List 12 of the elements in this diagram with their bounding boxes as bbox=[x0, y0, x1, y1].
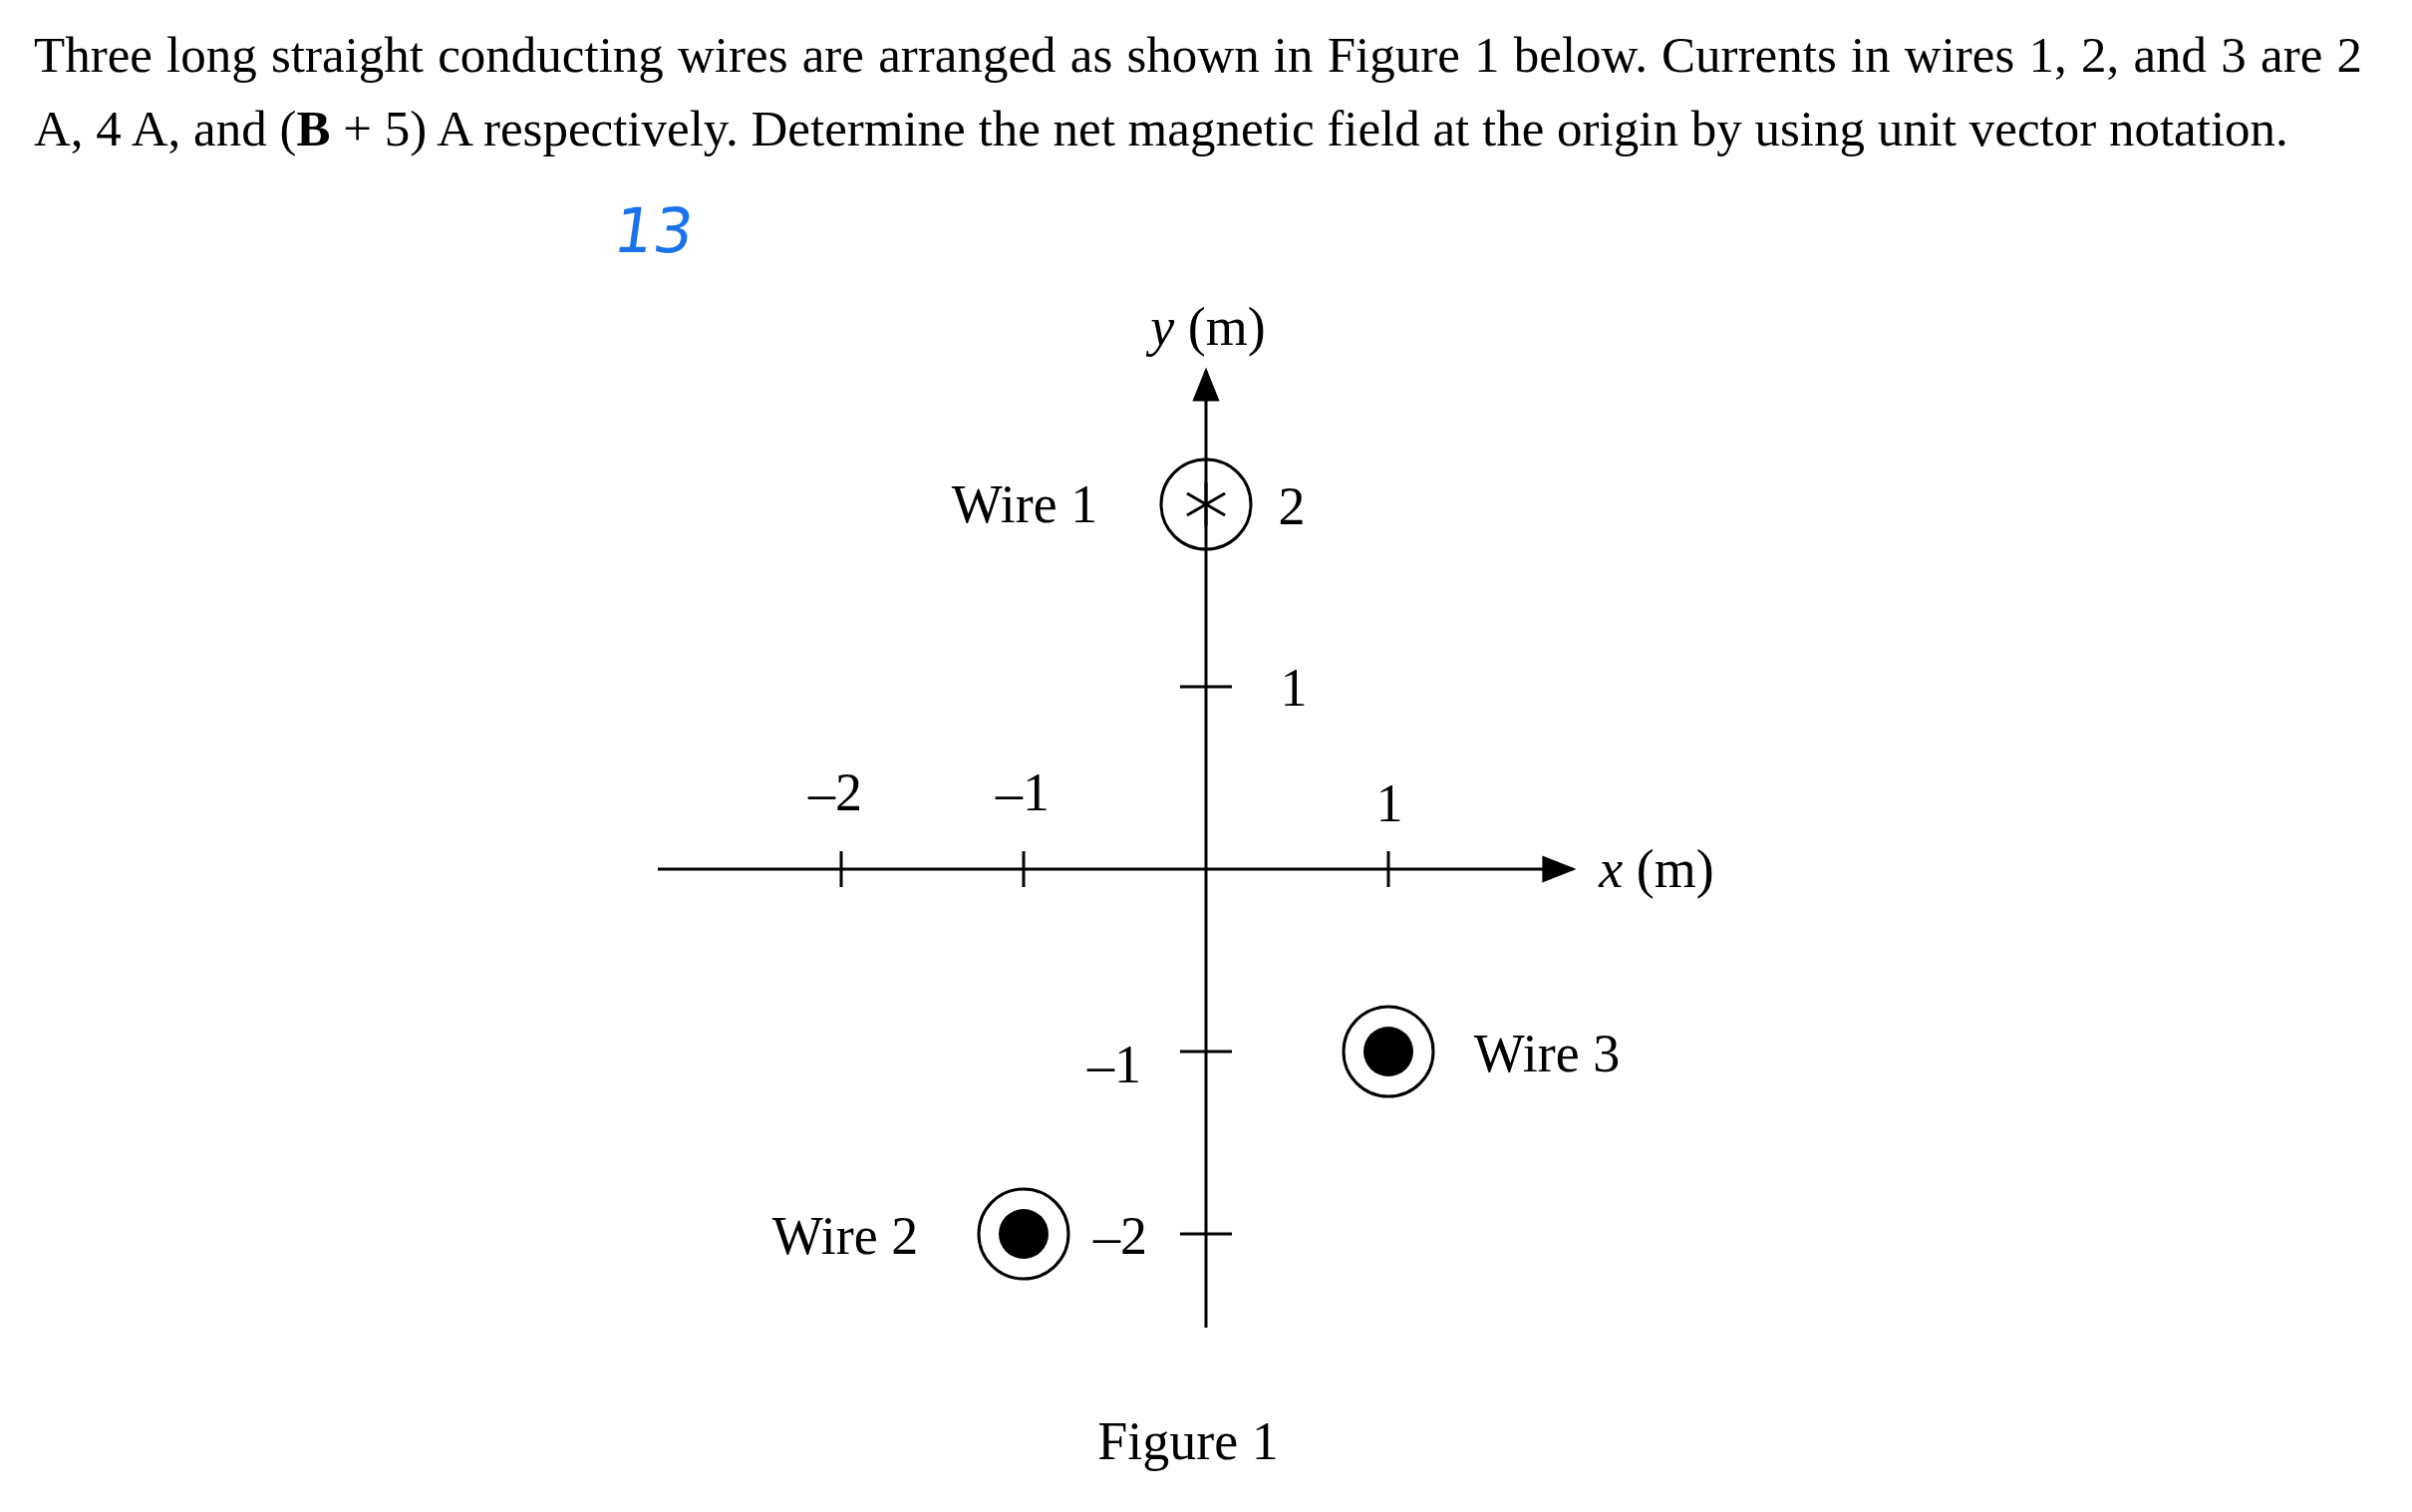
tick-label: –1 bbox=[1087, 1038, 1141, 1091]
tick-label: –1 bbox=[996, 765, 1050, 819]
tick-label: 1 bbox=[1280, 661, 1308, 715]
wire-label: Wire 3 bbox=[1473, 1027, 1621, 1080]
tick-label: –2 bbox=[808, 765, 862, 819]
question-text: Three long straight conducting wires are arranged as shown in Figure 1 below. Currents in wires 1, 2, and 3 are 2 A, 4 A, and (B + 5) A respectively. Determine the net magnetic field at the origin by using unit vector notation. bbox=[34, 26, 2362, 158]
handwritten-note: 13 bbox=[610, 200, 698, 262]
wire-label: Wire 2 bbox=[771, 1209, 919, 1263]
tick-label: –2 bbox=[1093, 1209, 1147, 1263]
tick-label: 2 bbox=[1278, 479, 1306, 533]
tick-label: 1 bbox=[1375, 776, 1403, 830]
wire-label: Wire 1 bbox=[951, 477, 1098, 531]
